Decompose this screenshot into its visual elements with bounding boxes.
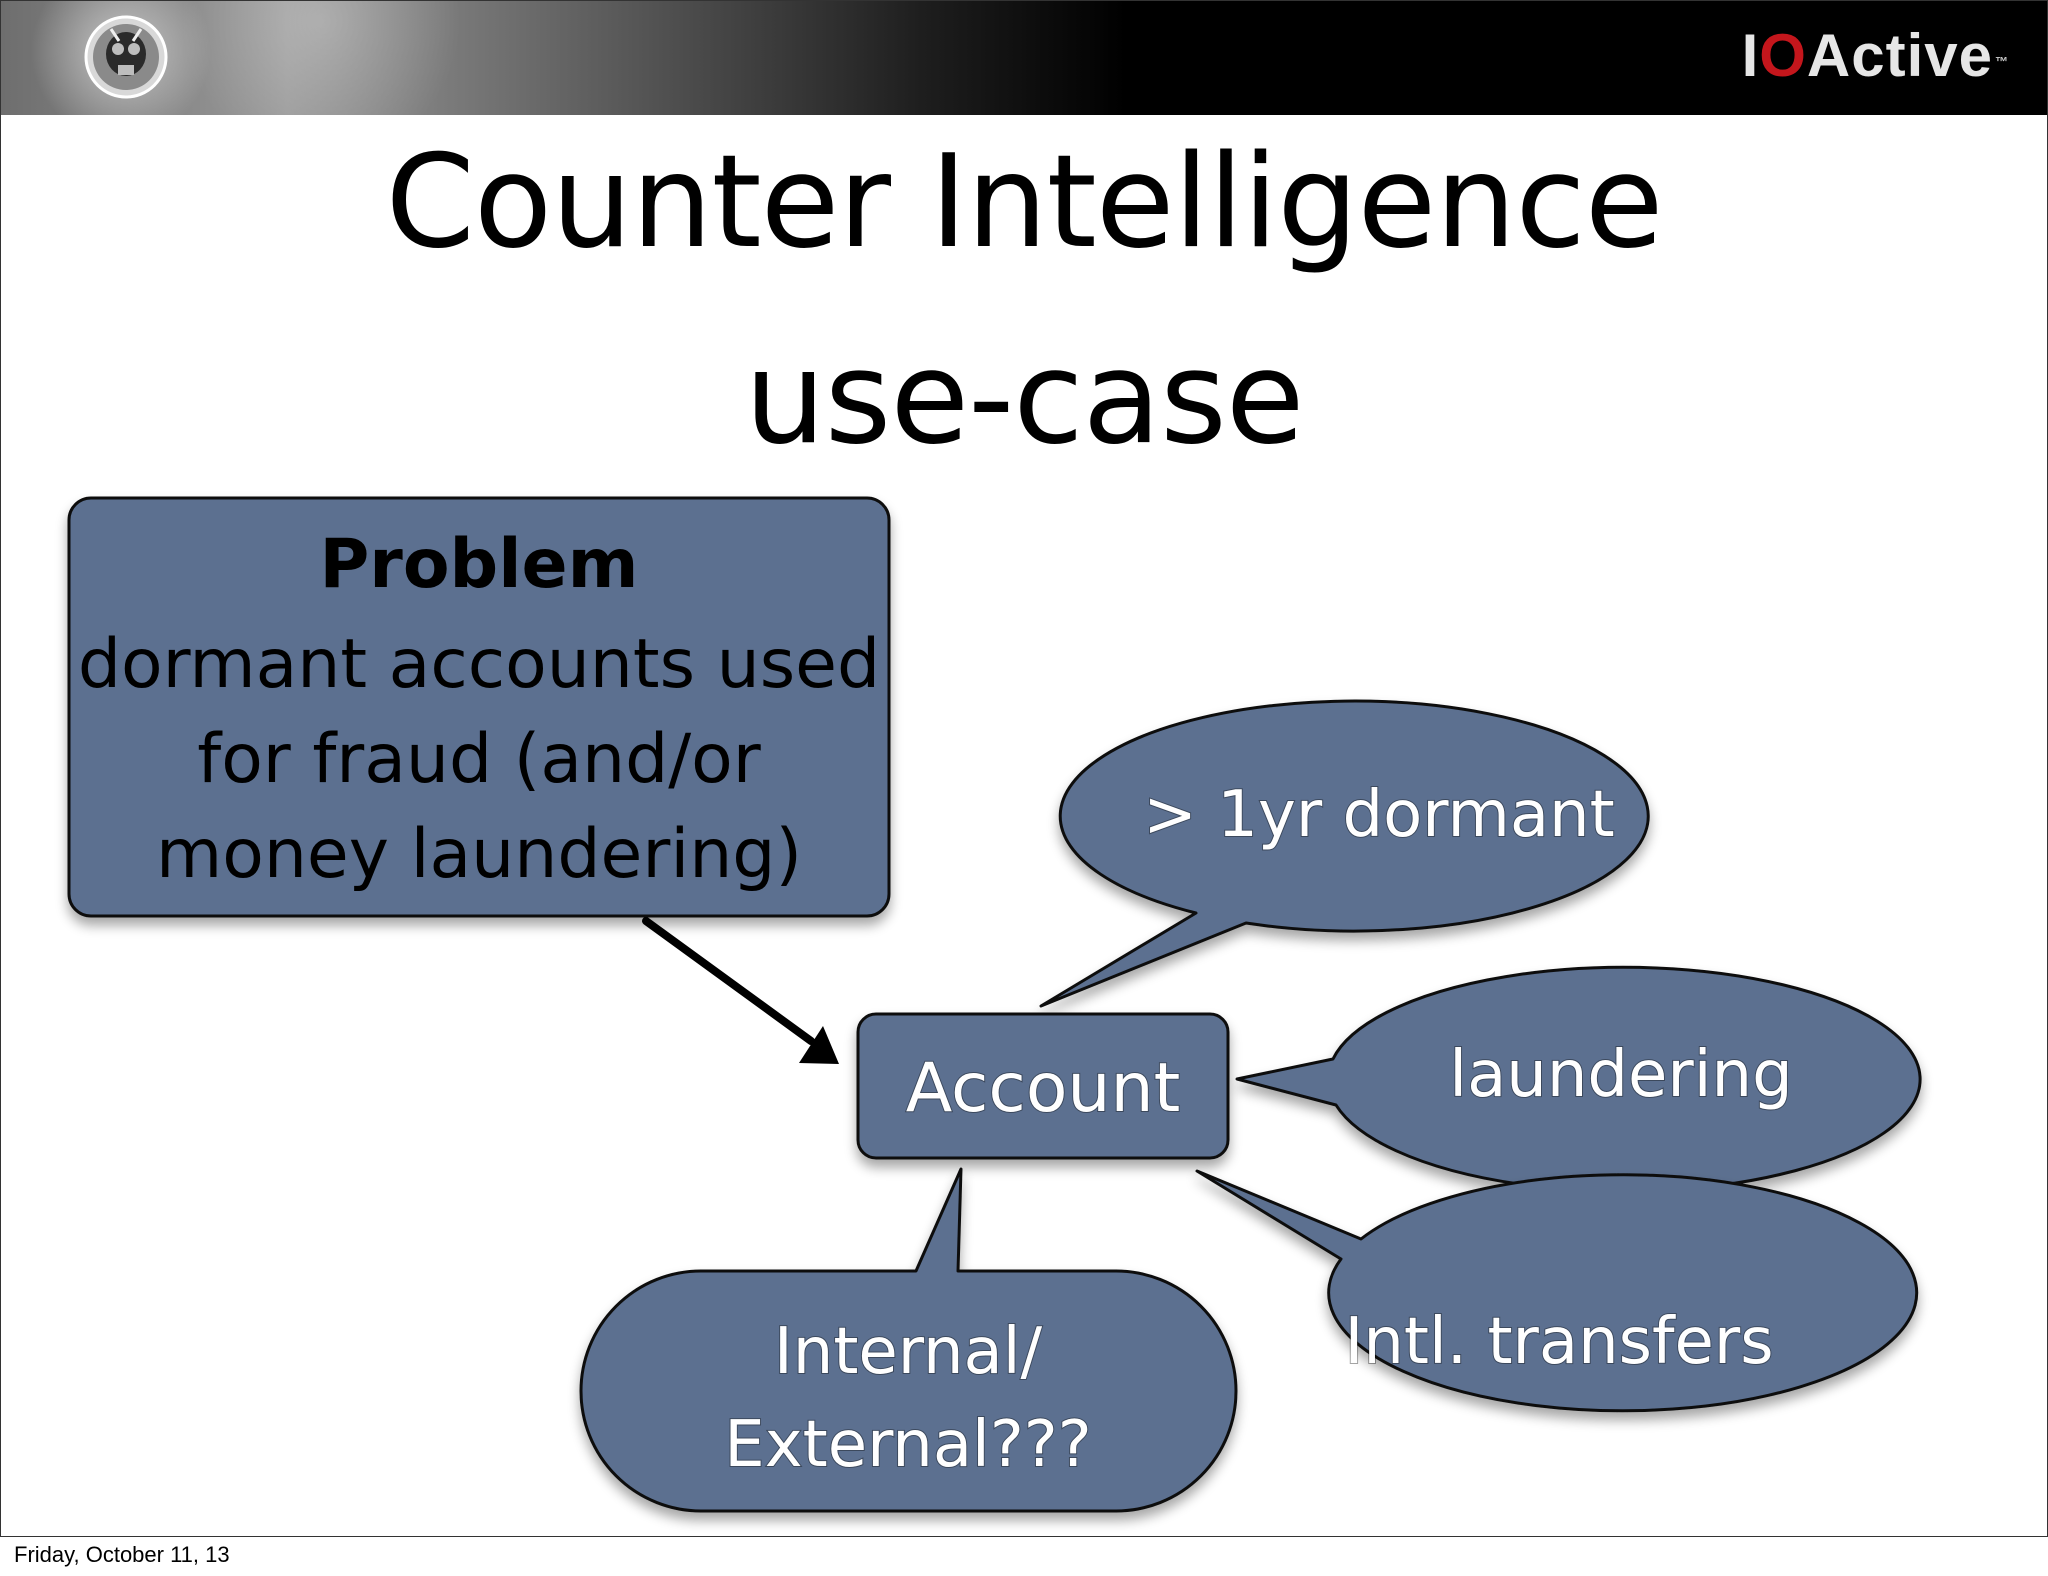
intl-transfers-callout-label: Intl. transfers: [1344, 1305, 1773, 1379]
cyborg-skull-emblem-icon: [84, 15, 168, 99]
page-title: Counter Intelligence use-case: [1, 105, 2047, 497]
problem-line-3: money laundering): [156, 815, 802, 894]
internal-external-line-2: External???: [724, 1408, 1091, 1482]
problem-heading: Problem: [319, 525, 638, 604]
problem-box: [67, 496, 891, 918]
laundering-callout-label: laundering: [1449, 1038, 1792, 1112]
intl-transfers-callout: [1195, 1169, 1919, 1413]
title-line-2: use-case: [744, 324, 1305, 473]
dormant-callout: [1039, 699, 1650, 1008]
footer-date: Friday, October 11, 13: [14, 1542, 230, 1567]
use-case-diagram: Problem dormant accounts used for fraud …: [67, 496, 1922, 1513]
problem-line-1: dormant accounts used: [78, 625, 880, 704]
problem-line-2: for fraud (and/or: [197, 720, 761, 799]
account-node: [856, 1012, 1230, 1160]
internal-external-line-1: Internal/: [774, 1315, 1043, 1389]
title-line-1: Counter Intelligence: [385, 128, 1664, 277]
internal-external-callout: [579, 1167, 1238, 1513]
account-node-label: Account: [906, 1049, 1181, 1128]
dormant-callout-label: > 1yr dormant: [1143, 778, 1614, 852]
problem-to-account-arrow: [642, 917, 839, 1064]
laundering-callout: [1235, 965, 1922, 1193]
